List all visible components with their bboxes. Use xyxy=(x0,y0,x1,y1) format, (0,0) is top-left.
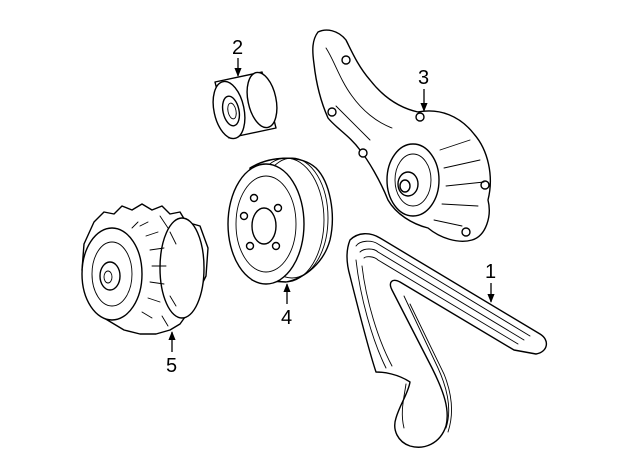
callout-5-label: 5 xyxy=(166,355,177,377)
callout-2: 2 xyxy=(232,37,243,77)
fan-clutch xyxy=(81,203,209,335)
callout-4-label: 4 xyxy=(281,307,292,329)
water-pump xyxy=(312,29,491,242)
callout-2-label: 2 xyxy=(232,37,243,59)
callout-4: 4 xyxy=(281,283,292,329)
callout-5: 5 xyxy=(166,331,177,377)
drive-belt xyxy=(346,233,547,448)
callout-1-label: 1 xyxy=(485,261,496,283)
callout-1: 1 xyxy=(485,261,496,303)
callout-3-label: 3 xyxy=(418,67,429,89)
callout-3: 3 xyxy=(418,67,429,112)
water-pump-pulley xyxy=(227,157,333,285)
idler-pulley xyxy=(212,71,278,140)
